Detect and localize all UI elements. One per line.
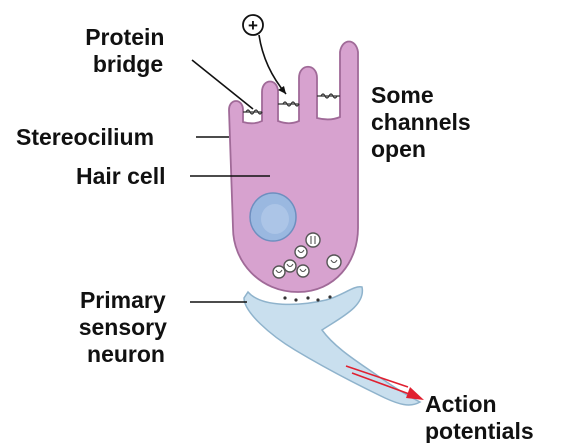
ion-entry-arrowhead	[278, 86, 286, 94]
protein-bridge-label: Protein bridge	[85, 24, 171, 77]
nucleus	[250, 193, 296, 241]
hair-cell-label: Hair cell	[76, 163, 166, 189]
primary-sensory-neuron-label: Primary sensory neuron	[79, 287, 174, 367]
stereocilium-label: Stereocilium	[16, 124, 154, 150]
hair-cell-body	[229, 42, 358, 293]
action-potential-arrowhead	[406, 387, 424, 400]
protein-bridge-leader	[192, 60, 253, 109]
primary-sensory-neuron-shape	[244, 287, 420, 405]
svg-text:+: +	[248, 16, 258, 35]
some-channels-open-label: Some channels open	[371, 82, 477, 162]
action-potentials-label: Action potentials	[425, 391, 534, 443]
protein-bridge-links	[243, 96, 340, 112]
ion-symbol: +	[243, 15, 263, 35]
